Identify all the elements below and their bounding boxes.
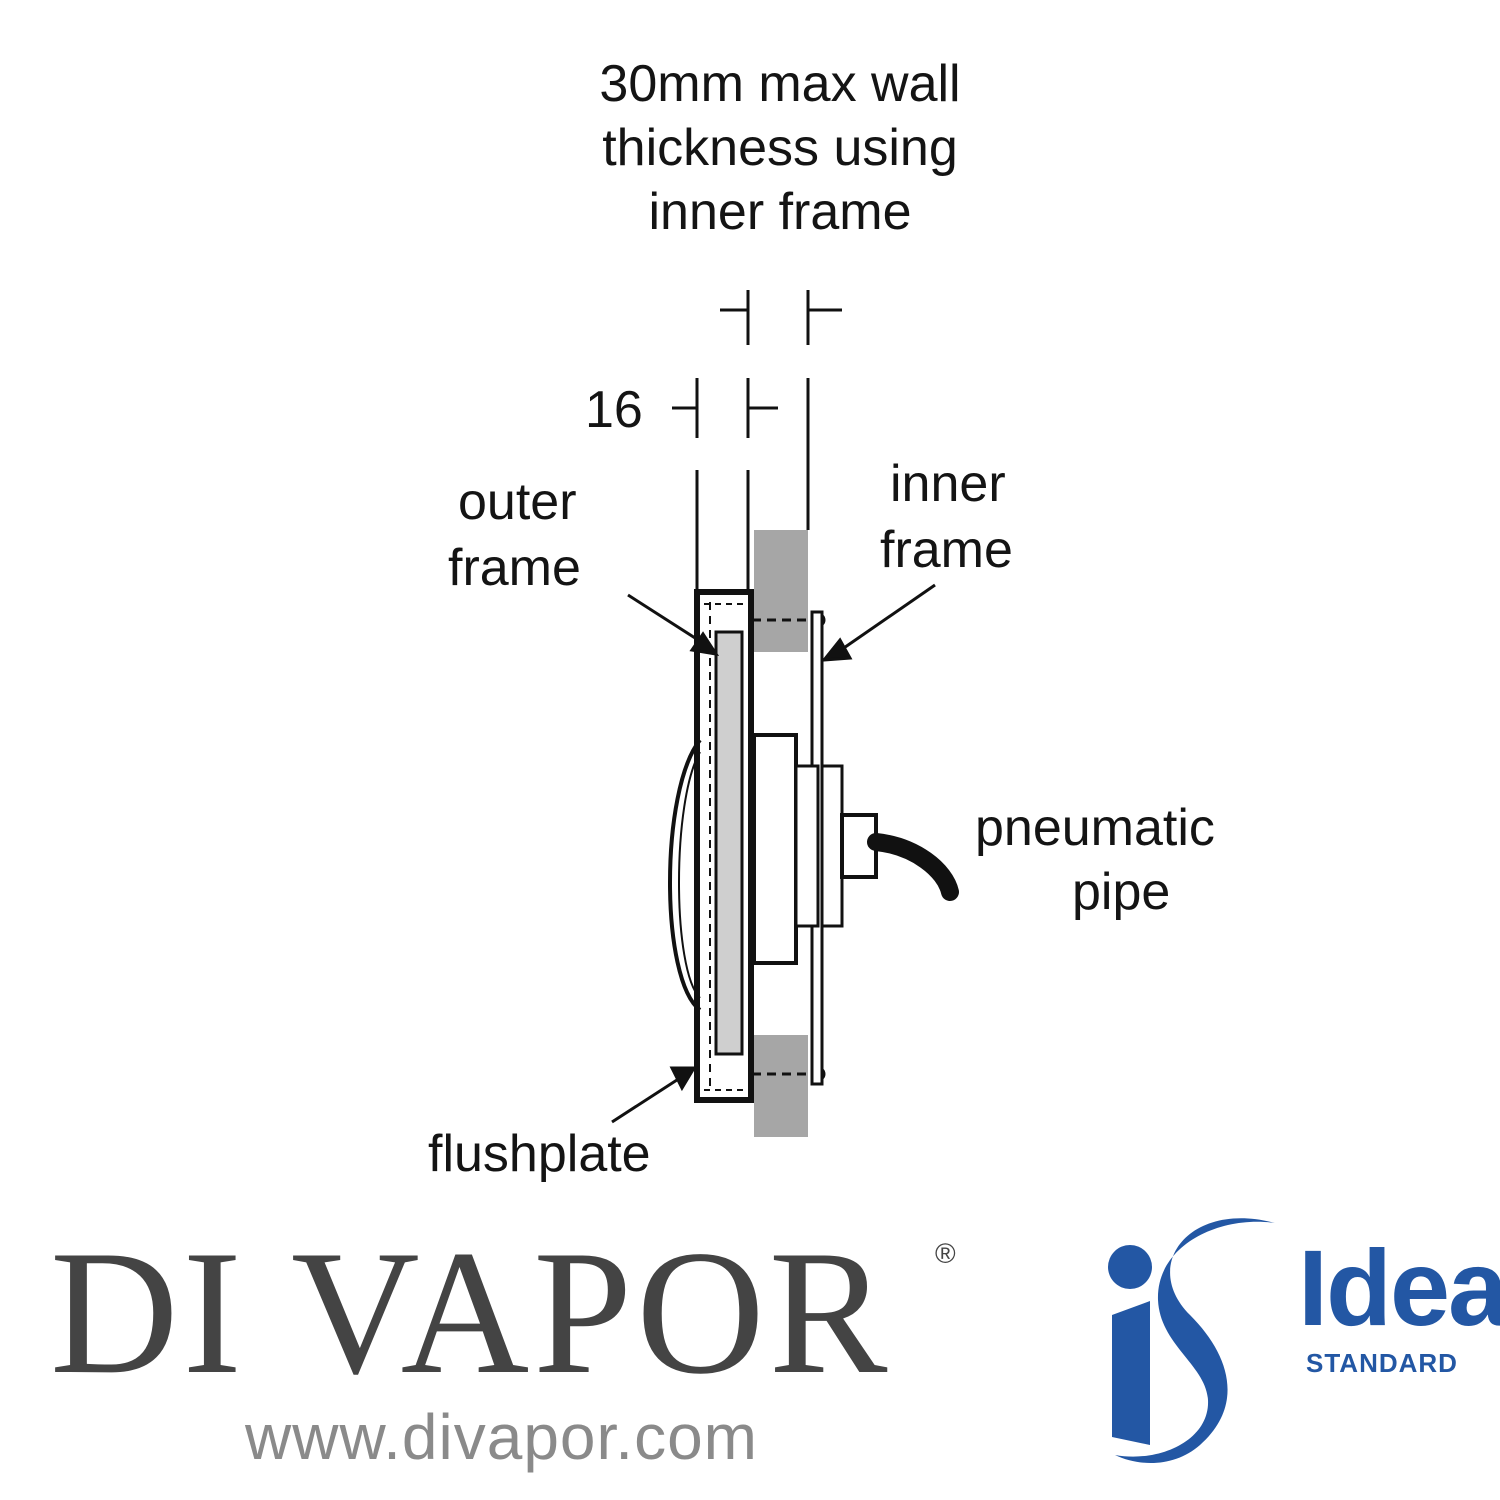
diagram-title: 30mm max wall thickness using inner fram…	[520, 52, 1040, 244]
registered-mark: ®	[935, 1238, 956, 1269]
push-button-curve-inner	[678, 751, 701, 999]
pneumatic-pipe-label-line1: pneumatic	[975, 799, 1215, 857]
ideal-standard-logo-icon	[1108, 1218, 1275, 1464]
ideal-logo-word: Ideal	[1298, 1227, 1500, 1348]
flushplate-label: flushplate	[428, 1125, 651, 1183]
wall-section-top	[754, 530, 808, 652]
title-line-3: inner frame	[648, 183, 912, 241]
title-line-2: thickness using	[602, 119, 958, 177]
pneumatic-pipe	[867, 833, 959, 901]
pneumatic-pipe-label-line2: pipe	[1072, 863, 1171, 921]
flushplate-leader	[611, 1076, 681, 1124]
brand-url: www.divapor.com	[245, 1401, 758, 1473]
flushplate-panel	[714, 630, 744, 1056]
actuator-collar-left	[794, 764, 820, 928]
wall-section-bottom	[754, 1035, 808, 1137]
logo-i-stem	[1112, 1301, 1150, 1445]
flushplate-arrowhead	[669, 1066, 697, 1092]
inner-frame-label-line2: frame	[880, 521, 1013, 579]
actuator-body-front	[752, 733, 798, 965]
actuator-collar-right	[820, 764, 844, 928]
logo-s-swoosh	[1115, 1218, 1275, 1464]
outer-frame-arrowhead	[689, 631, 720, 657]
outer-frame-leader	[627, 593, 707, 647]
inner-frame-arrowhead	[820, 637, 853, 662]
dimension-16-label: 16	[585, 381, 643, 439]
title-line-1: 30mm max wall	[599, 55, 961, 113]
brand-logo-di-vapor: DI VAPOR	[50, 1213, 892, 1411]
inner-frame-leader	[837, 583, 936, 654]
outer-frame-label-line1: outer	[458, 473, 577, 531]
outer-frame-label-line2: frame	[448, 539, 581, 597]
ideal-logo-subword: STANDARD	[1306, 1348, 1458, 1378]
push-button-curve	[668, 738, 702, 1012]
logo-dot	[1108, 1245, 1152, 1289]
inner-frame-label-line1: inner	[890, 455, 1006, 513]
